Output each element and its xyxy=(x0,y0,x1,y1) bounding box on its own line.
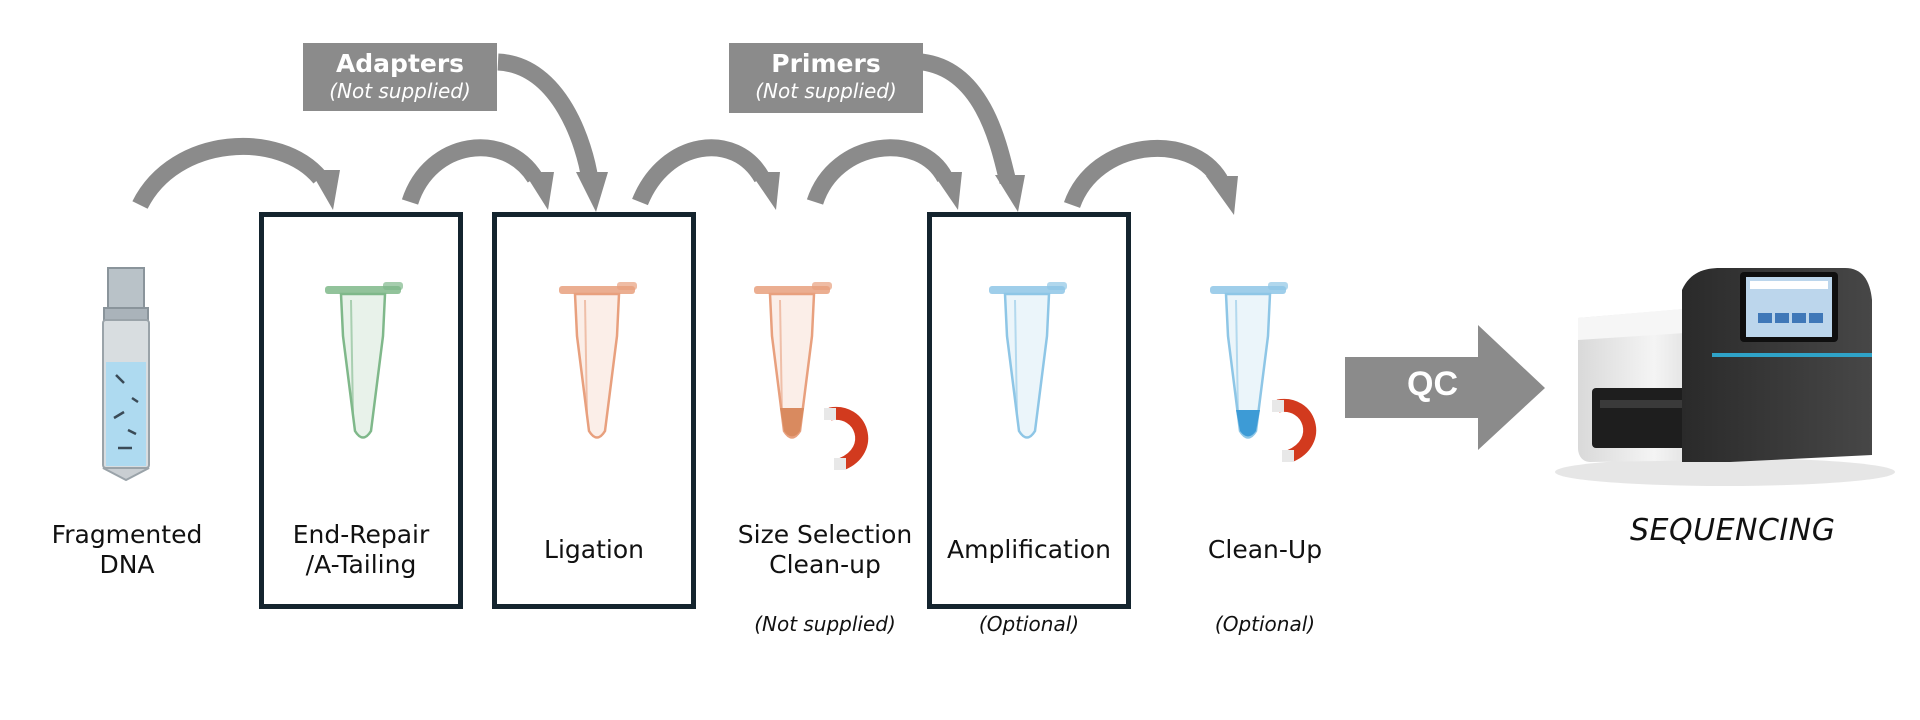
curved-arrow-icon xyxy=(132,53,1228,210)
step-box-ligation xyxy=(492,212,696,609)
magnet-icon xyxy=(824,407,868,471)
step-box-end-repair xyxy=(259,212,463,609)
magnet-icon xyxy=(1272,399,1316,463)
label-line: Fragmented xyxy=(51,520,203,549)
adapters-box: Adapters (Not supplied) xyxy=(303,43,497,111)
label-line: DNA xyxy=(99,550,155,579)
primers-title: Primers xyxy=(771,49,881,78)
sequencing-label: SEQUENCING xyxy=(1630,513,1836,548)
label-line: Ligation xyxy=(544,535,644,564)
tube-icon xyxy=(325,282,403,439)
label-line: /A-Tailing xyxy=(305,550,417,579)
step-label-ligation: Ligation xyxy=(494,535,694,565)
qc-label: QC xyxy=(1407,365,1458,403)
step-label-amplification: Amplification xyxy=(929,535,1129,565)
adapters-note: (Not supplied) xyxy=(329,79,471,103)
step-label-end-repair: End-Repair /A-Tailing xyxy=(256,520,466,580)
note-clean-up: (Optional) xyxy=(1214,612,1316,636)
label-line: End-Repair xyxy=(292,520,430,549)
adapters-title: Adapters xyxy=(335,49,465,78)
label-line: Amplification xyxy=(947,535,1111,564)
label-line: Size Selection xyxy=(737,520,913,549)
label-line: Clean-Up xyxy=(1207,535,1323,564)
arrowheads xyxy=(310,170,1238,215)
step-label-clean-up: Clean-Up xyxy=(1165,535,1365,565)
step-label-size-selection: Size Selection Clean-up xyxy=(720,520,930,580)
tube-icon xyxy=(559,282,637,439)
note-size-selection: (Not supplied) xyxy=(754,612,896,636)
primers-note: (Not supplied) xyxy=(755,79,897,103)
qc-arrow-icon xyxy=(1345,325,1545,450)
label-line: Clean-up xyxy=(769,550,881,579)
note-amplification: (Optional) xyxy=(978,612,1080,636)
step-label-fragmented-dna: Fragmented DNA xyxy=(27,520,227,580)
dna-vial-icon xyxy=(102,267,150,482)
tube-icon xyxy=(754,282,832,439)
primers-box: Primers (Not supplied) xyxy=(729,43,923,113)
tube-icon xyxy=(989,282,1067,439)
sequencer-icon xyxy=(1555,268,1895,486)
step-box-amplification xyxy=(927,212,1131,609)
tube-icon xyxy=(1210,282,1288,439)
